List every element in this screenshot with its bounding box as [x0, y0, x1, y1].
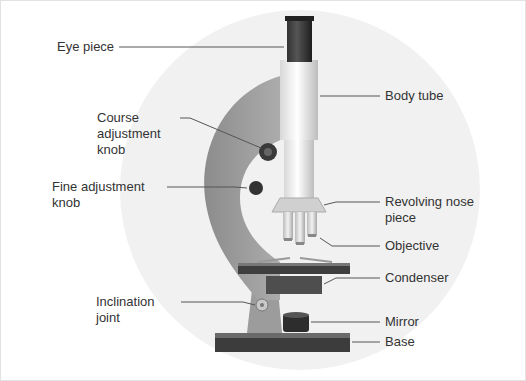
condenser — [266, 276, 322, 294]
objective-lens — [307, 212, 317, 236]
part-label: Eye piece — [57, 39, 114, 55]
leader-line — [324, 278, 380, 284]
objective-lens — [283, 212, 293, 240]
leader-line — [324, 202, 380, 205]
stage-top — [238, 263, 350, 266]
leader-line — [352, 342, 380, 343]
objective-tip — [284, 238, 292, 241]
eye-piece — [287, 18, 312, 62]
lower-tube — [284, 140, 314, 198]
leader-line — [181, 302, 255, 305]
part-label: Inclination joint — [96, 294, 176, 326]
base-plate — [215, 336, 350, 352]
leader-line — [320, 96, 380, 97]
body-tube — [280, 60, 318, 140]
part-label: Course adjustment knob — [97, 110, 175, 158]
mirror-top — [283, 312, 309, 318]
eye-piece-rim — [285, 16, 314, 21]
part-label: Base — [385, 334, 415, 350]
objective-tip — [308, 234, 316, 237]
part-label: Revolving nose piece — [385, 194, 480, 226]
inclination-joint — [256, 299, 268, 311]
leader-line — [167, 187, 247, 188]
objective-tip — [296, 242, 304, 245]
objective-lens — [295, 212, 305, 244]
stage — [238, 265, 350, 274]
backdrop-circle — [120, 10, 480, 370]
coarse-knob-center — [264, 148, 272, 156]
part-label: Fine adjustment knob — [52, 179, 162, 211]
leader-line — [180, 118, 261, 148]
stage-clips — [258, 258, 332, 262]
leader-line — [311, 322, 380, 323]
coarse-knob — [259, 143, 277, 161]
joint-pin — [260, 303, 264, 307]
part-label: Body tube — [385, 88, 444, 104]
part-label: Objective — [385, 238, 439, 254]
leader-line — [320, 238, 380, 246]
part-label: Condenser — [385, 270, 449, 286]
nose-piece — [272, 198, 326, 212]
base-top — [215, 333, 350, 338]
part-label: Mirror — [385, 314, 419, 330]
leader-line — [119, 47, 284, 48]
fine-knob — [249, 181, 263, 195]
